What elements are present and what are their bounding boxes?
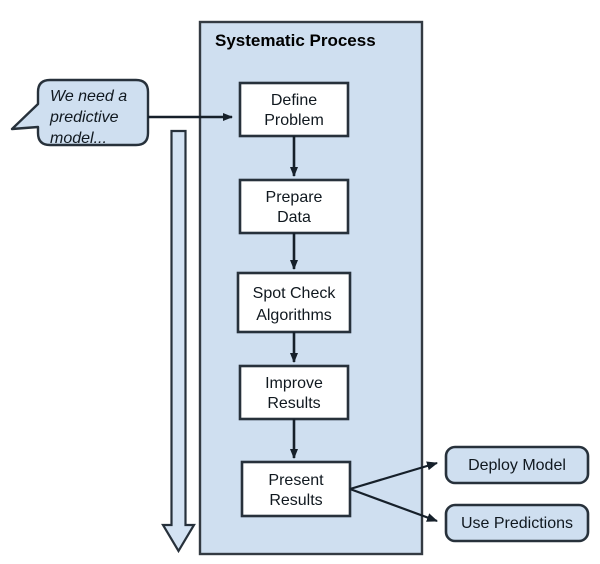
process-label-present-results-line-1: Present bbox=[268, 472, 324, 489]
connector-present-results-to-deploy-model bbox=[349, 461, 438, 491]
process-label-improve-results-line-1: Improve bbox=[265, 375, 323, 392]
output-box-deploy-model bbox=[444, 445, 590, 485]
process-box-improve-results bbox=[238, 364, 350, 421]
connector-present-results-to-use-predictions bbox=[349, 487, 438, 523]
process-label-prepare-data-line-2: Data bbox=[277, 209, 311, 226]
output-label-use-predictions: Use Predictions bbox=[461, 515, 573, 532]
process-label-present-results-line-2: Results bbox=[269, 492, 322, 509]
process-label-define-problem-line-1: Define bbox=[271, 92, 317, 109]
process-label-improve-results-line-2: Results bbox=[267, 395, 320, 412]
speech-bubble-line-1: We need a bbox=[50, 88, 127, 105]
speech-bubble bbox=[10, 78, 150, 147]
feedback-loop-arrow bbox=[161, 129, 196, 554]
output-label-deploy-model: Deploy Model bbox=[468, 457, 566, 474]
process-label-define-problem-line-2: Problem bbox=[264, 112, 324, 129]
speech-bubble-line-3: model... bbox=[50, 130, 107, 147]
process-box-define-problem bbox=[238, 81, 350, 138]
output-box-use-predictions bbox=[444, 503, 590, 543]
speech-bubble-line-2: predictive bbox=[49, 109, 119, 126]
process-label-spot-check-line-1: Spot Check bbox=[253, 285, 337, 302]
process-box-present-results bbox=[240, 460, 352, 518]
process-label-spot-check-line-2: Algorithms bbox=[256, 307, 332, 324]
process-label-prepare-data-line-1: Prepare bbox=[266, 189, 323, 206]
panel-title: Systematic Process bbox=[215, 31, 376, 50]
